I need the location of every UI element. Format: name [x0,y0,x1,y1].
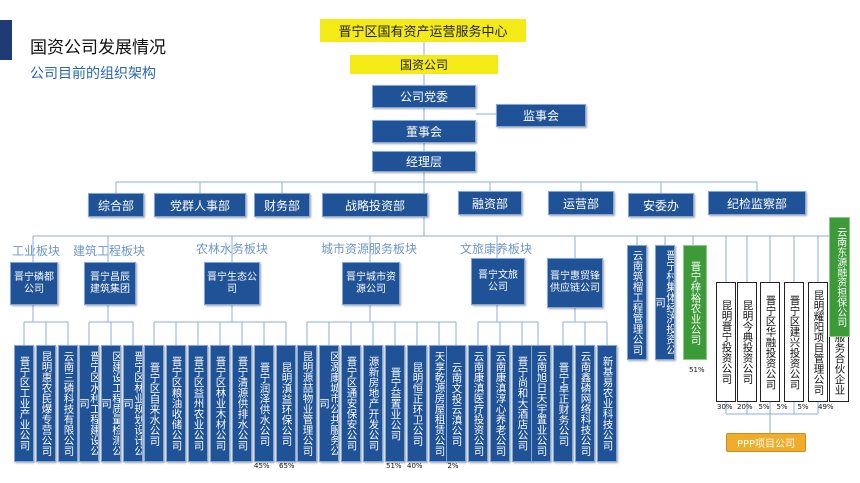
direct-zhuliu-engineering: 云南筑榴工程管理公司 [627,245,647,360]
sub-qingyuan-water: 晋宁清源供排水公司 [232,345,252,462]
group-ecology: 晋宁生态公司 [204,262,260,305]
sector-construction-label: 建筑工程板块 [73,244,146,258]
pct-dianyi: 65% [279,462,295,470]
sub-shanghe-hotel: 晋宁尚和大酒店公司 [512,345,532,462]
page-subtitle: 公司目前的组织架构 [30,66,156,82]
dept-strategy: 战略投资部 [322,193,428,217]
pct-ppp-5: 5% [797,403,809,411]
sub-dianyi-environmental: 昆明滇益环保公司 [276,345,296,462]
sub-tongan-security: 晋宁区通安保安公司 [341,345,361,462]
pct-hengzheng: 40% [407,462,423,470]
pct-yundian: 2% [447,462,459,470]
sub-grain-storage: 晋宁区粮油收储公司 [166,345,186,462]
node-supervisory: 监事会 [496,104,586,127]
node-board: 董事会 [372,120,476,143]
dept-operations: 运营部 [548,191,614,215]
sub-hengzheng-sanitation: 昆明恒正环卫公司 [407,345,427,462]
sub-yundian-culture: 云南文投云滇公司 [446,345,466,462]
sub-elderly-care: 云南康滇淳心养老公司 [490,345,510,462]
sub-xinjiyi-agri-tech: 新基易农业科技公司 [597,345,617,462]
pct-runze: 45% [254,462,270,470]
node-party: 公司党委 [372,85,476,108]
group-phosphorus: 晋宁磷都公司 [10,262,58,305]
sub-huinong-explosives: 昆明惠农民爆专营公司 [36,345,56,462]
sub-quality-testing: 区建设工程质量检测公司 [101,345,121,462]
node-manager: 经理层 [372,151,476,172]
sub-runze-water: 晋宁润泽供水公司 [254,345,274,462]
direct-village-collective: 晋宁村集体经济投资公司 [655,245,675,360]
node-company: 国资公司 [350,55,498,74]
sub-yizhi-property: 晋宁益置业公司 [385,345,405,462]
pct-ppp-4: 5% [776,403,788,411]
dept-general: 综合部 [88,193,144,217]
accent-bar [0,20,12,60]
dept-party-hr: 党群人事部 [154,193,246,217]
sub-xinlin-network: 云南鑫磷网络科技公司 [575,345,595,462]
sector-agri-water-label: 农林水务板块 [196,242,269,256]
pct-yizhi: 51% [386,462,402,470]
group-supply-chain: 晋宁惠贸锋供应链公司 [547,258,603,308]
sector-urban-label: 城市资源服务板块 [321,242,418,256]
sub-yizhou-agriculture: 晋宁区益州农业公司 [188,345,208,462]
sub-water-conservancy: 晋宁区水利工程建设公司 [79,345,99,462]
sector-industry-label: 工业板块 [12,244,61,258]
dept-finance: 财务部 [254,193,310,217]
sub-sanlin-tech: 云南三磷科技有限公司 [58,345,78,462]
sub-tianyu-property: 云南旭日天宇置业公司 [531,345,551,462]
node-guarantee-company: 云南东源融资担保公司 [829,217,850,337]
ppp-jindian-investment: 昆明今典投资公司 [737,282,757,402]
ppp-jianxing-investment: 晋宁区建兴投资公司 [784,282,804,402]
node-top-center: 晋宁区国有资产运营服务中心 [320,19,526,42]
pct-ppp-2: 20% [737,403,753,411]
pct-ppp-6: 49% [818,403,834,411]
sub-house-leasing: 天享乾源房屋租赁公司 [429,345,449,462]
group-changchen: 晋宁昌辰建筑集团 [84,262,136,305]
pct-ppp-1: 30% [717,403,733,411]
pct-ppp-3: 5% [758,403,770,411]
sub-yuanzhe-property: 昆明源喆物业管理公司 [297,345,317,462]
sub-public-service: 区源康城市公共服务公司 [319,345,339,462]
page-title: 国资公司发展情况 [30,38,166,58]
sub-forestry-design: 晋宁区林业规划设计公司 [123,345,143,462]
sector-tourism-label: 文旅康养板块 [460,242,533,256]
pct-ziyu: 51% [689,366,705,374]
group-urban-resources: 晋宁城市资源公司 [342,262,400,305]
dept-safety: 安委办 [628,193,694,217]
ppp-huarong-investment: 晋宁区华融投资公司 [760,282,780,402]
ppp-jinning-investment: 昆明晋宁投资公司 [716,282,736,402]
group-culture-tourism: 晋宁文旅公司 [471,258,525,305]
dept-financing: 融资部 [458,191,522,215]
sub-medical-investment: 云南康滇医疗投资公司 [468,345,488,462]
sub-forestry-timber: 晋宁区林业木材公司 [210,345,230,462]
ppp-yaoyang-management: 昆明耀阳项目管理公司 [808,282,828,402]
dept-discipline: 纪检监察部 [708,191,806,215]
sub-zhuozheng-finance: 晋宁卓正财务公司 [553,345,573,462]
sub-real-estate: 源新房地产开发公司 [363,345,383,462]
ppp-project-label: PPP项目公司 [726,433,806,452]
direct-ziyu-agriculture: 晋宁梓裕农业公司 [683,245,707,360]
sub-water-supply: 晋宁区自来水公司 [144,345,164,462]
sub-industrial-industry: 晋宁区工业产业公司 [14,345,34,462]
